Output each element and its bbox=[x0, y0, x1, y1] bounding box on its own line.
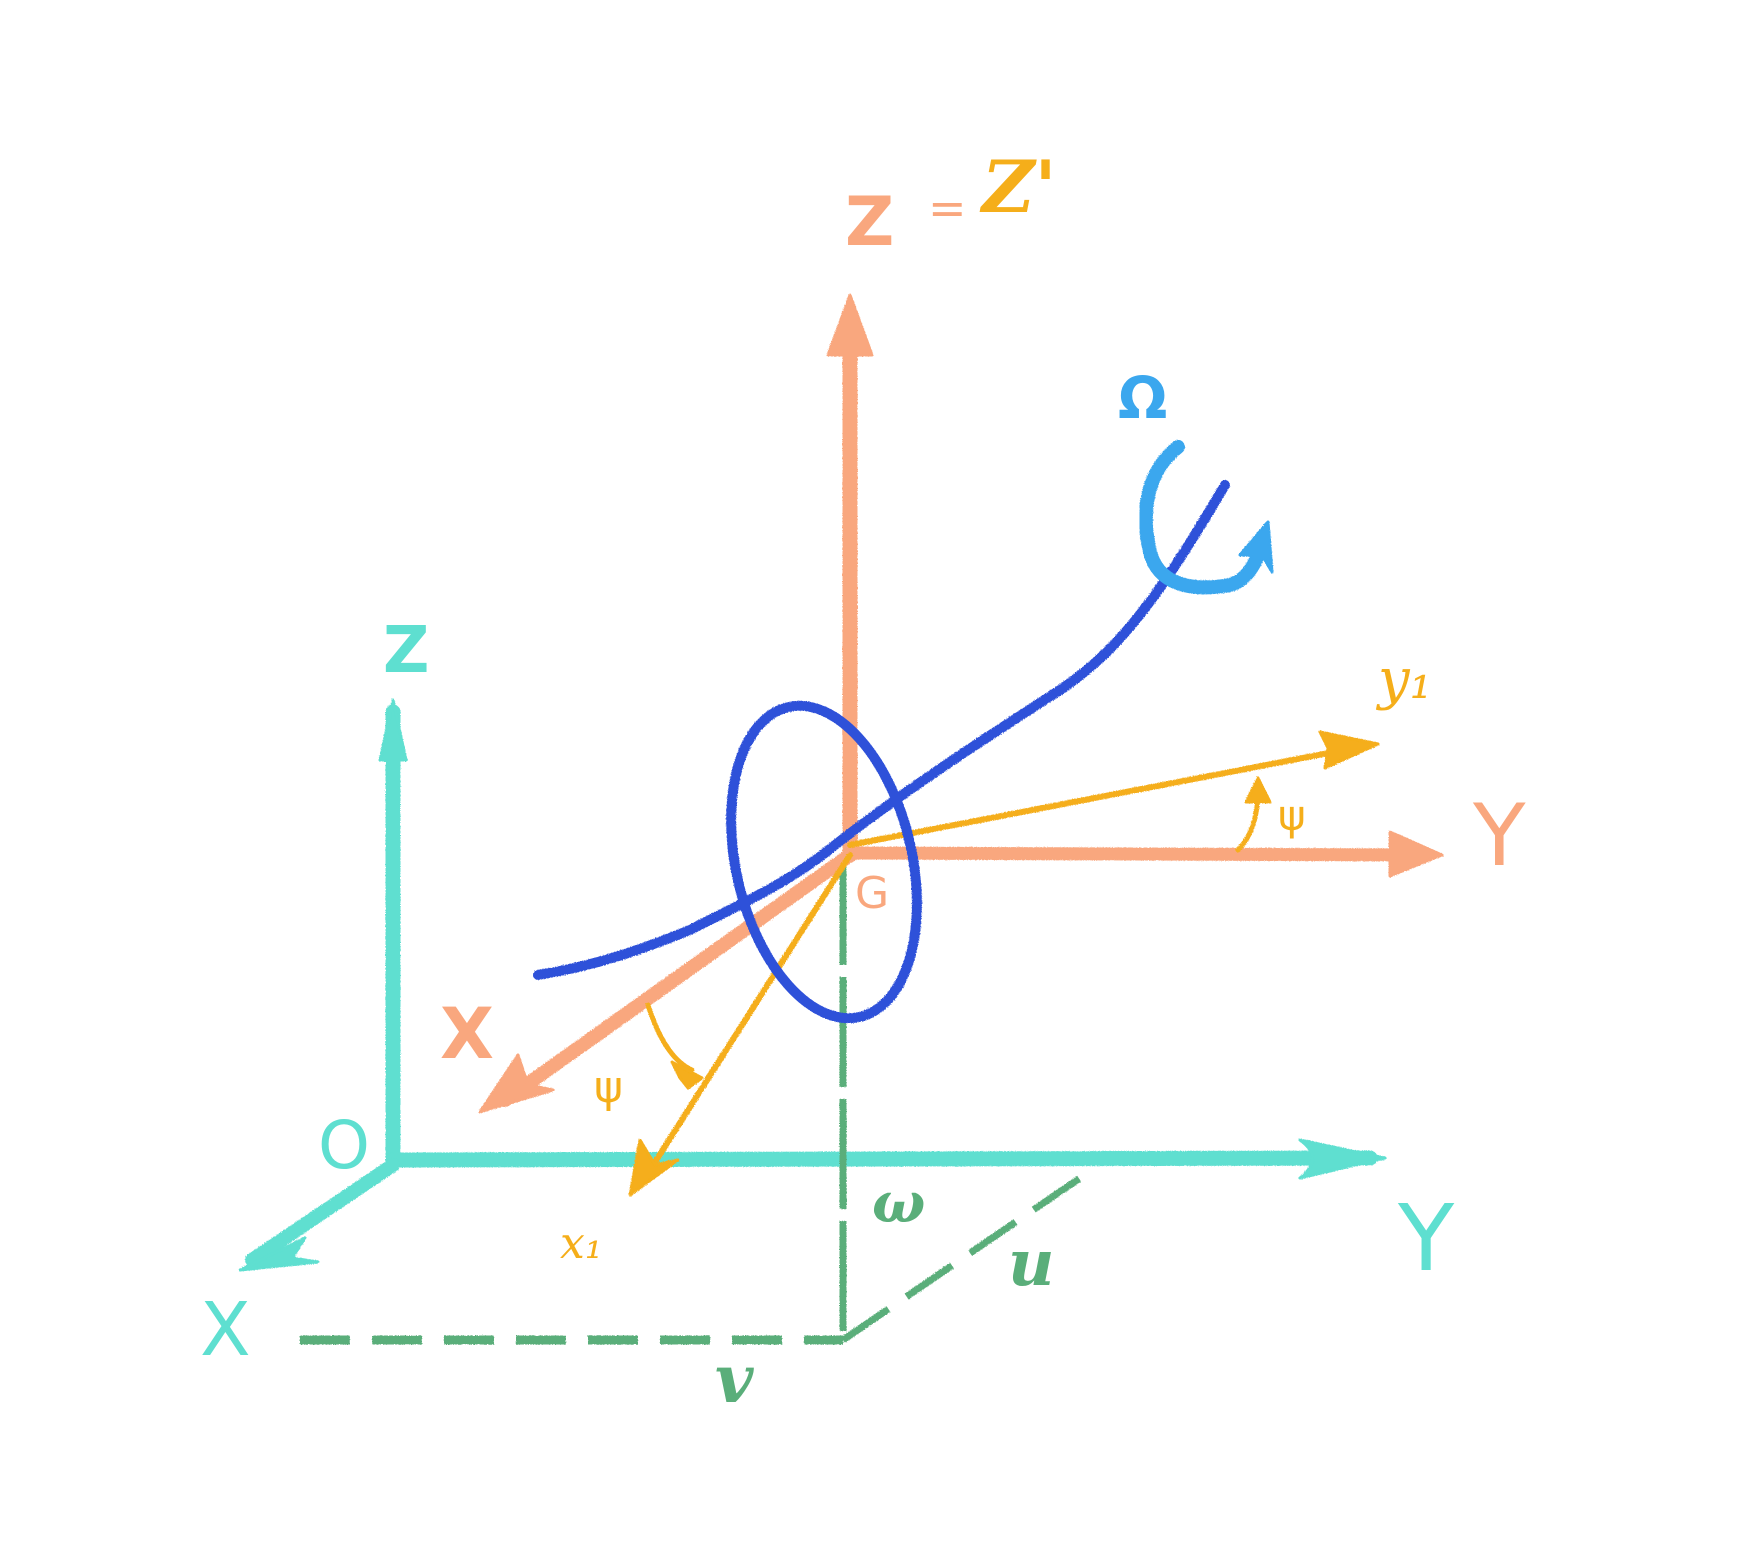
label-fixed-y: Y bbox=[1397, 1185, 1455, 1292]
label-fixed-x: X bbox=[200, 1287, 251, 1373]
x1-axis bbox=[647, 852, 853, 1173]
x1-arrowhead bbox=[628, 1138, 680, 1197]
label-origin: O bbox=[318, 1107, 370, 1184]
label-w: ω bbox=[872, 1170, 925, 1236]
spin-arc bbox=[1138, 440, 1269, 595]
y1-axis bbox=[847, 745, 1358, 848]
moving-z-arrowhead bbox=[826, 293, 874, 357]
rotor-disc bbox=[726, 700, 922, 1024]
fixed-z-arrowhead bbox=[378, 698, 408, 762]
rotor-shaft bbox=[533, 480, 1230, 980]
fixed-x-axis bbox=[245, 1158, 400, 1267]
y1-arrowhead bbox=[1318, 730, 1380, 770]
rotor bbox=[533, 480, 1230, 1024]
label-u: u bbox=[1008, 1226, 1055, 1301]
moving-x-arrowhead bbox=[478, 1053, 555, 1114]
fixed-frame bbox=[238, 698, 1387, 1272]
spin-arrow bbox=[1138, 440, 1274, 595]
fixed-y-axis bbox=[385, 1150, 1378, 1168]
label-fixed-z: Z bbox=[383, 614, 429, 688]
psi-arc-bottom-arrowhead bbox=[670, 1060, 704, 1090]
u-component-dashed bbox=[841, 1175, 1082, 1343]
psi-arc-bottom bbox=[645, 1002, 695, 1073]
label-spin-omega: Ω bbox=[1118, 364, 1167, 432]
label-moving-z: Z bbox=[845, 183, 894, 262]
moving-x-axis bbox=[498, 848, 857, 1107]
label-psi-bottom: ψ bbox=[594, 1062, 623, 1113]
label-psi-right: ψ bbox=[1278, 791, 1306, 840]
fixed-x-arrowhead bbox=[238, 1236, 320, 1272]
fixed-y-arrowhead bbox=[1298, 1138, 1387, 1180]
velocity-components bbox=[300, 855, 1082, 1345]
moving-frame bbox=[478, 293, 1444, 1114]
moving-y-arrowhead bbox=[1388, 830, 1444, 878]
label-y1: y₁ bbox=[1375, 647, 1432, 712]
label-moving-x: X bbox=[440, 993, 494, 1075]
label-moving-eq: = bbox=[928, 181, 967, 235]
label-v: v bbox=[715, 1340, 754, 1418]
label-x1: x₁ bbox=[560, 1218, 602, 1269]
psi-arc-right-arrowhead bbox=[1244, 776, 1272, 804]
labels: Z O X Y Z = Z' X Y G x₁ y₁ ψ ψ Ω ω u v bbox=[200, 144, 1526, 1418]
label-center-g: G bbox=[855, 868, 889, 919]
label-moving-z1: Z' bbox=[979, 144, 1057, 229]
spin-arrowhead bbox=[1238, 520, 1274, 574]
moving-y-axis bbox=[843, 846, 1427, 862]
label-moving-y: Y bbox=[1472, 786, 1526, 886]
rotated-frame bbox=[628, 730, 1380, 1197]
